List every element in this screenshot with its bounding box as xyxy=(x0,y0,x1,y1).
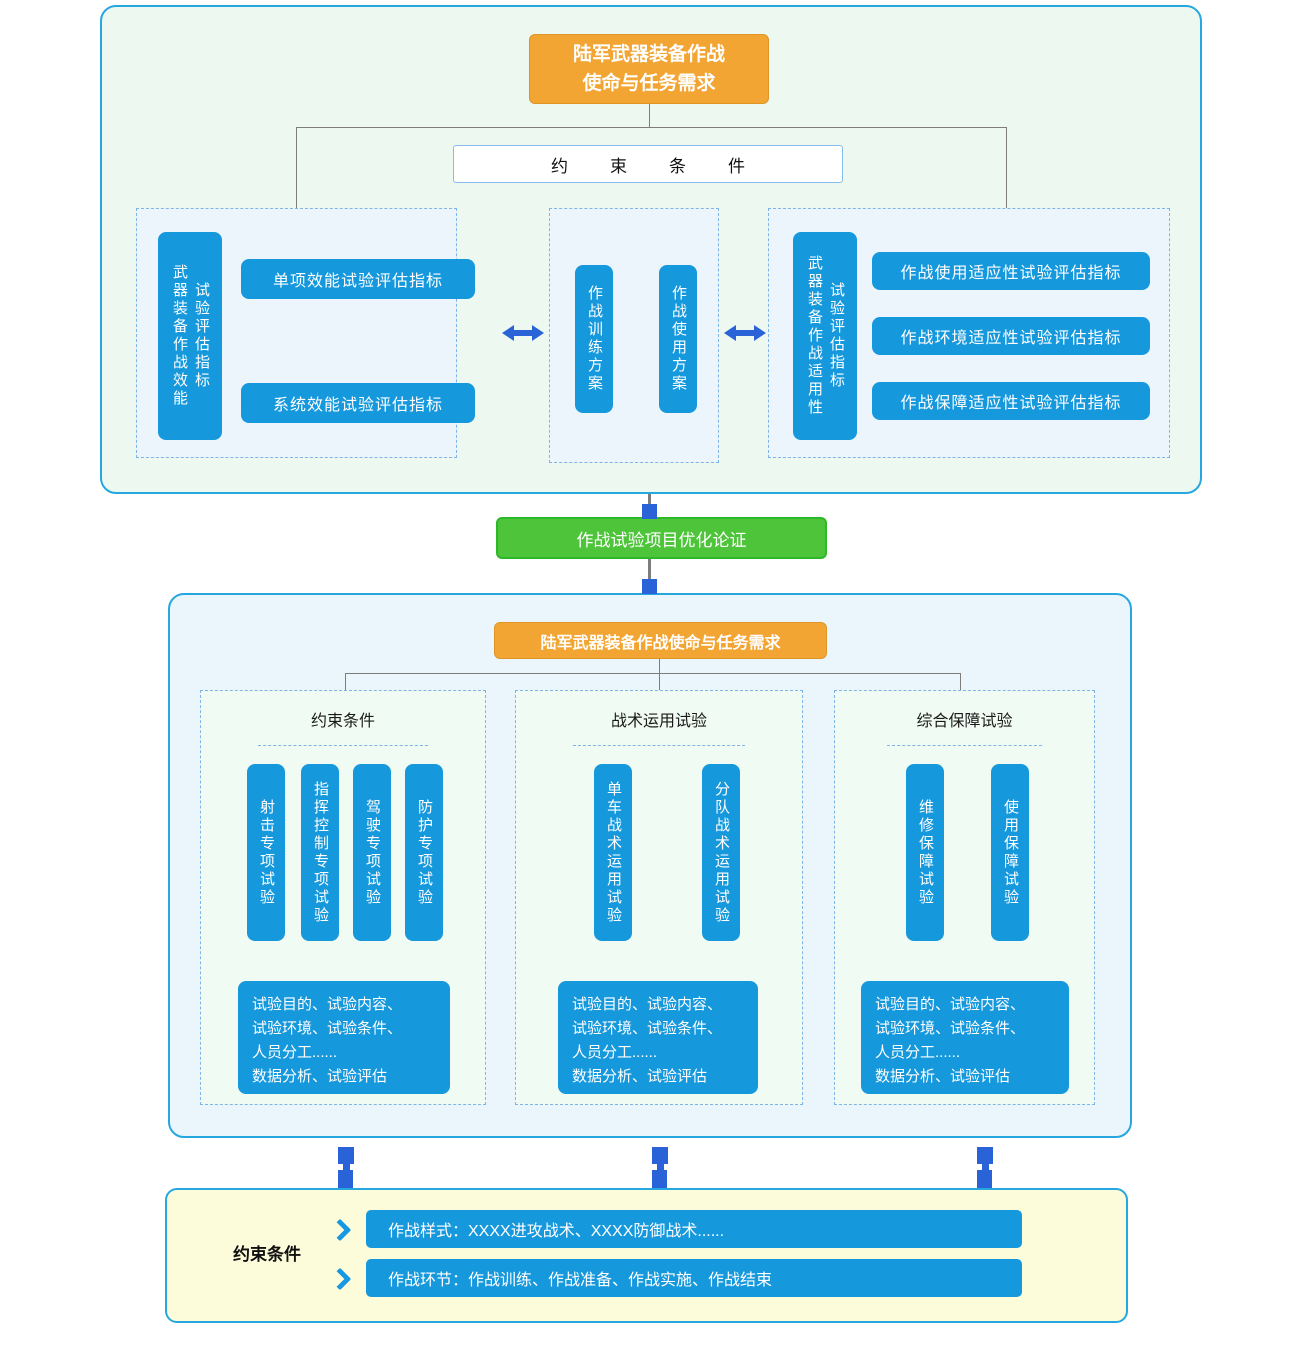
combat-phase-bar: 作战环节：作战训练、作战准备、作战实施、作战结束 xyxy=(366,1259,1022,1297)
single-vehicle-tactical-bar: 单车战术运用试验 xyxy=(594,764,632,941)
effectiveness-tag: 武器装备作战效能 试验评估指标 xyxy=(158,232,222,440)
panel-3-divider xyxy=(886,745,1043,746)
mid-tree-drop-right xyxy=(960,673,961,690)
tree-line-vertical-center xyxy=(649,104,650,127)
optimize-box: 作战试验项目优化论证 xyxy=(496,517,827,559)
top-title-line1: 陆军武器装备作战 xyxy=(572,43,725,65)
top-title-box: 陆军武器装备作战 使命与任务需求 xyxy=(529,34,769,104)
double-arrow-right-icon xyxy=(724,325,766,341)
bottom-connector-1 xyxy=(338,1147,354,1188)
bottom-section-container xyxy=(165,1188,1128,1323)
shooting-test-bar: 射击专项试验 xyxy=(247,764,285,941)
section-connector-line-2 xyxy=(648,559,651,595)
panel-3-description: 试验目的、试验内容、 试验环境、试验条件、 人员分工...... 数据分析、试验… xyxy=(861,981,1069,1094)
panel-tactical-tests: 战术运用试验 单车战术运用试验 分队战术运用试验 试验目的、试验内容、 试验环境… xyxy=(515,690,803,1105)
effectiveness-tag-col1: 武器装备作战效能 xyxy=(171,264,188,408)
bottom-connector-2 xyxy=(652,1147,668,1188)
mid-tree-horizontal xyxy=(345,673,960,674)
bottom-connector-3 xyxy=(977,1147,993,1188)
panel-special-tests: 约束条件 射击专项试验 指挥控制专项试验 驾驶专项试验 防护专项试验 试验目的、… xyxy=(200,690,486,1105)
single-effectiveness-box: 单项效能试验评估指标 xyxy=(241,259,475,299)
panel-1-description: 试验目的、试验内容、 试验环境、试验条件、 人员分工...... 数据分析、试验… xyxy=(238,981,450,1094)
protection-test-bar: 防护专项试验 xyxy=(405,764,443,941)
panel-1-header: 约束条件 xyxy=(310,713,375,730)
panel-support-tests: 综合保障试验 维修保障试验 使用保障试验 试验目的、试验内容、 试验环境、试验条… xyxy=(834,690,1095,1105)
panel-2-description: 试验目的、试验内容、 试验环境、试验条件、 人员分工...... 数据分析、试验… xyxy=(558,981,758,1094)
suitability-tag: 武器装备作战适用性 试验评估指标 xyxy=(793,232,857,440)
tree-line-vertical-left xyxy=(296,127,297,208)
mid-tree-vertical-center xyxy=(659,659,660,673)
panel-1-divider xyxy=(257,745,429,746)
effectiveness-tag-col2: 试验评估指标 xyxy=(193,282,210,390)
panel-2-divider xyxy=(573,745,745,746)
usage-support-bar: 使用保障试验 xyxy=(991,764,1029,941)
combat-style-bar: 作战样式：XXXX进攻战术、XXXX防御战术...... xyxy=(366,1210,1022,1248)
unit-tactical-bar: 分队战术运用试验 xyxy=(702,764,740,941)
tree-line-horizontal xyxy=(296,127,1006,128)
command-control-test-bar: 指挥控制专项试验 xyxy=(301,764,339,941)
training-plan-bar: 作战训练方案 xyxy=(575,265,613,413)
maintenance-support-bar: 维修保障试验 xyxy=(906,764,944,941)
usage-plan-bar: 作战使用方案 xyxy=(659,265,697,413)
middle-title-box: 陆军武器装备作战使命与任务需求 xyxy=(494,622,827,659)
driving-test-bar: 驾驶专项试验 xyxy=(353,764,391,941)
panel-2-header: 战术运用试验 xyxy=(610,713,707,730)
environment-suitability-box: 作战环境适应性试验评估指标 xyxy=(872,317,1150,355)
connector-node-1 xyxy=(642,504,657,519)
mid-tree-drop-left xyxy=(345,673,346,690)
double-arrow-left-icon xyxy=(502,325,544,341)
usage-suitability-box: 作战使用适应性试验评估指标 xyxy=(872,252,1150,290)
system-effectiveness-box: 系统效能试验评估指标 xyxy=(241,383,475,423)
suitability-tag-col1: 武器装备作战适用性 xyxy=(806,255,823,417)
connector-node-2 xyxy=(642,579,657,594)
tree-line-vertical-right xyxy=(1006,127,1007,208)
support-suitability-box: 作战保障适应性试验评估指标 xyxy=(872,382,1150,420)
top-title-line2: 使命与任务需求 xyxy=(582,73,716,94)
bottom-constraint-label: 约束条件 xyxy=(233,1245,301,1264)
mid-tree-drop-center xyxy=(659,673,660,690)
suitability-tag-col2: 试验评估指标 xyxy=(828,282,845,390)
constraint-condition-box: 约束条件 xyxy=(453,145,843,183)
panel-3-header: 综合保障试验 xyxy=(916,713,1013,730)
